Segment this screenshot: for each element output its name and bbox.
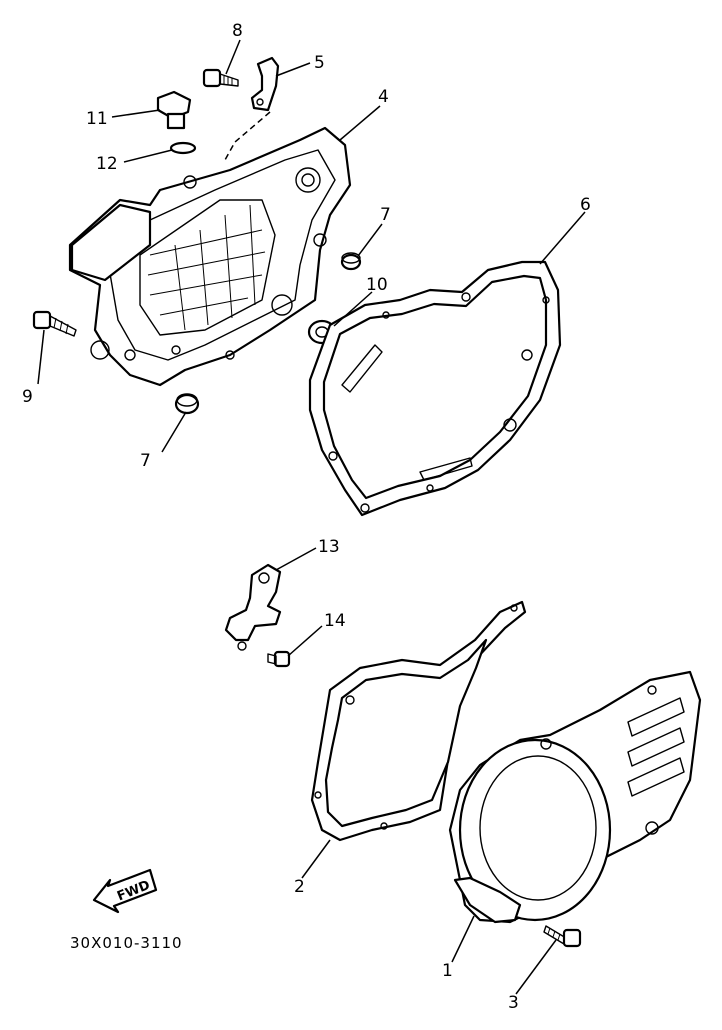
dowel-pin-part-7-lower xyxy=(174,393,200,415)
callout-5: 5 xyxy=(314,53,325,73)
bolt-part-8 xyxy=(202,68,239,88)
bolt-part-9 xyxy=(32,310,77,337)
callout-7-upper: 7 xyxy=(380,205,391,225)
callout-12: 12 xyxy=(96,154,118,174)
callout-1: 1 xyxy=(442,961,453,981)
callout-13: 13 xyxy=(318,537,340,557)
screw-part-14 xyxy=(267,650,291,668)
gasket-part-2 xyxy=(310,600,527,842)
callout-9: 9 xyxy=(22,387,33,407)
bolt-part-3 xyxy=(543,925,582,948)
callout-7-lower: 7 xyxy=(140,451,151,471)
dowel-pin-part-7-upper xyxy=(340,252,362,271)
gasket-part-6 xyxy=(308,260,562,517)
callout-6: 6 xyxy=(580,195,591,215)
callout-4: 4 xyxy=(378,87,389,107)
bracket-part-13 xyxy=(224,563,282,651)
callout-11: 11 xyxy=(86,109,108,129)
leader-lines xyxy=(37,39,586,995)
generator-cover-part-1 xyxy=(448,670,702,924)
callout-10: 10 xyxy=(366,275,388,295)
callout-2: 2 xyxy=(294,877,305,897)
forward-direction-arrow: FWD xyxy=(92,868,158,914)
o-ring-part-12 xyxy=(169,141,197,155)
bracket-part-5 xyxy=(250,56,280,112)
callout-3: 3 xyxy=(508,993,519,1013)
diagram-code: 30X010-3110 xyxy=(70,934,183,952)
crankcase-cover-part-4 xyxy=(68,126,352,387)
callout-14: 14 xyxy=(324,611,346,631)
filler-plug-part-11 xyxy=(156,90,192,130)
callout-8: 8 xyxy=(232,21,243,41)
